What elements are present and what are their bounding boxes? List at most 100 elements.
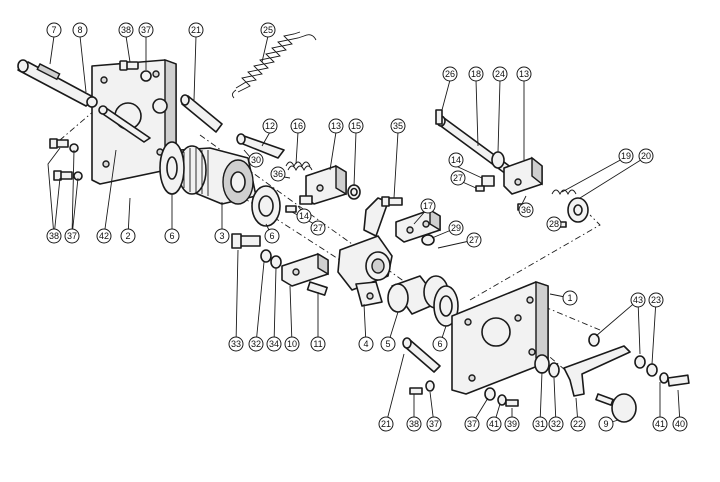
svg-text:1: 1 <box>567 293 572 303</box>
pin-26 <box>435 109 443 125</box>
pin-42 <box>98 105 151 143</box>
svg-text:15: 15 <box>351 121 361 131</box>
callout: 7 <box>46 22 62 38</box>
svg-text:6: 6 <box>437 339 442 349</box>
callout: 3 <box>214 228 230 244</box>
pin-21-top <box>180 94 223 133</box>
callout: 25 <box>260 22 276 38</box>
svg-text:43: 43 <box>633 295 643 305</box>
svg-text:24: 24 <box>495 69 505 79</box>
spring-16 <box>285 161 313 172</box>
washer-15 <box>347 184 361 200</box>
svg-text:18: 18 <box>471 69 481 79</box>
callout: 39 <box>504 416 520 432</box>
callout: 10 <box>284 336 300 352</box>
svg-text:37: 37 <box>429 419 439 429</box>
shaft-8 <box>17 59 98 108</box>
washer-24 <box>491 151 505 169</box>
screw-35 <box>381 196 403 207</box>
right-frame-plate <box>451 281 549 395</box>
callout: 42 <box>96 228 112 244</box>
svg-text:27: 27 <box>453 173 463 183</box>
callout: 29 <box>448 220 464 236</box>
spring-19 <box>551 189 577 196</box>
svg-text:28: 28 <box>549 219 559 229</box>
bracket-22 <box>563 345 631 397</box>
callout: 24 <box>492 66 508 82</box>
callout: 26 <box>442 66 458 82</box>
pin-12 <box>236 133 285 159</box>
callout: 2 <box>120 228 136 244</box>
svg-text:37: 37 <box>467 419 477 429</box>
block-14-small <box>285 195 313 213</box>
washers-lower-right <box>409 333 690 407</box>
callout: 37 <box>138 22 154 38</box>
svg-text:32: 32 <box>551 419 561 429</box>
callout: 8 <box>72 22 88 38</box>
svg-text:38: 38 <box>121 25 131 35</box>
callout: 17 <box>420 198 436 214</box>
disc-6-mid <box>251 185 281 227</box>
knob-9 <box>595 393 637 423</box>
svg-text:38: 38 <box>49 231 59 241</box>
svg-text:3: 3 <box>219 231 224 241</box>
callout: 31 <box>532 416 548 432</box>
callout: 41 <box>652 416 668 432</box>
callout: 36 <box>518 202 534 218</box>
svg-text:27: 27 <box>313 223 323 233</box>
callout: 30 <box>248 152 264 168</box>
svg-text:32: 32 <box>251 339 261 349</box>
callout: 15 <box>348 118 364 134</box>
callout: 32 <box>248 336 264 352</box>
callout: 36 <box>270 166 286 182</box>
svg-text:6: 6 <box>269 231 274 241</box>
callout: 27 <box>466 232 482 248</box>
callout: 38 <box>406 416 422 432</box>
gear-20 <box>567 197 589 223</box>
callout: 6 <box>432 336 448 352</box>
callout: 41 <box>486 416 502 432</box>
screw-38-top <box>119 60 152 82</box>
svg-text:27: 27 <box>469 235 479 245</box>
callout: 19 <box>618 148 634 164</box>
svg-text:17: 17 <box>423 201 433 211</box>
callout: 12 <box>262 118 278 134</box>
svg-text:19: 19 <box>621 151 631 161</box>
callout: 6 <box>164 228 180 244</box>
block-14-right <box>481 175 495 187</box>
svg-text:36: 36 <box>273 169 283 179</box>
svg-text:40: 40 <box>675 419 685 429</box>
clamp-4 <box>337 197 393 307</box>
callout: 35 <box>390 118 406 134</box>
svg-text:22: 22 <box>573 419 583 429</box>
spring-25 <box>231 31 317 99</box>
svg-text:13: 13 <box>331 121 341 131</box>
svg-text:42: 42 <box>99 231 109 241</box>
svg-text:21: 21 <box>191 25 201 35</box>
callout: 27 <box>450 170 466 186</box>
svg-text:35: 35 <box>393 121 403 131</box>
svg-text:14: 14 <box>451 155 461 165</box>
pin-21-lower <box>402 337 441 373</box>
svg-text:29: 29 <box>451 223 461 233</box>
svg-text:36: 36 <box>521 205 531 215</box>
svg-text:16: 16 <box>293 121 303 131</box>
callout: 13 <box>516 66 532 82</box>
callout: 9 <box>598 416 614 432</box>
svg-text:33: 33 <box>231 339 241 349</box>
block-13 <box>305 164 347 205</box>
callout: 4 <box>358 336 374 352</box>
callout: 32 <box>548 416 564 432</box>
svg-text:10: 10 <box>287 339 297 349</box>
svg-text:25: 25 <box>263 25 273 35</box>
svg-text:11: 11 <box>313 339 322 349</box>
callout: 38 <box>118 22 134 38</box>
block-10 <box>281 252 329 287</box>
callout: 37 <box>464 416 480 432</box>
svg-text:8: 8 <box>77 25 82 35</box>
callout: 14 <box>296 208 312 224</box>
svg-text:9: 9 <box>603 419 608 429</box>
svg-text:39: 39 <box>507 419 517 429</box>
svg-text:2: 2 <box>125 231 130 241</box>
callout: 40 <box>672 416 688 432</box>
